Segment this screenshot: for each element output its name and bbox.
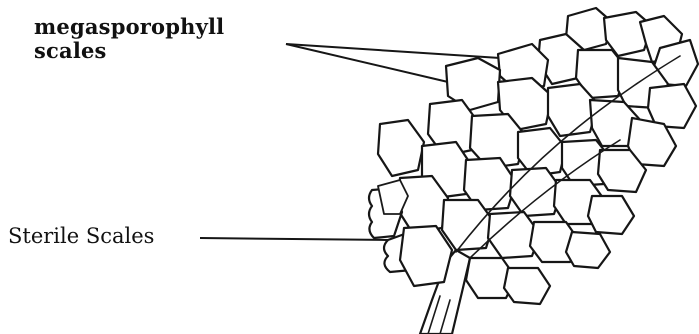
mega-scale-11 xyxy=(378,120,424,176)
lower-scale-5 xyxy=(566,232,610,268)
mega-scale-16 xyxy=(588,196,634,234)
leader-sterile xyxy=(200,238,388,240)
lower-scale-7 xyxy=(504,268,550,304)
